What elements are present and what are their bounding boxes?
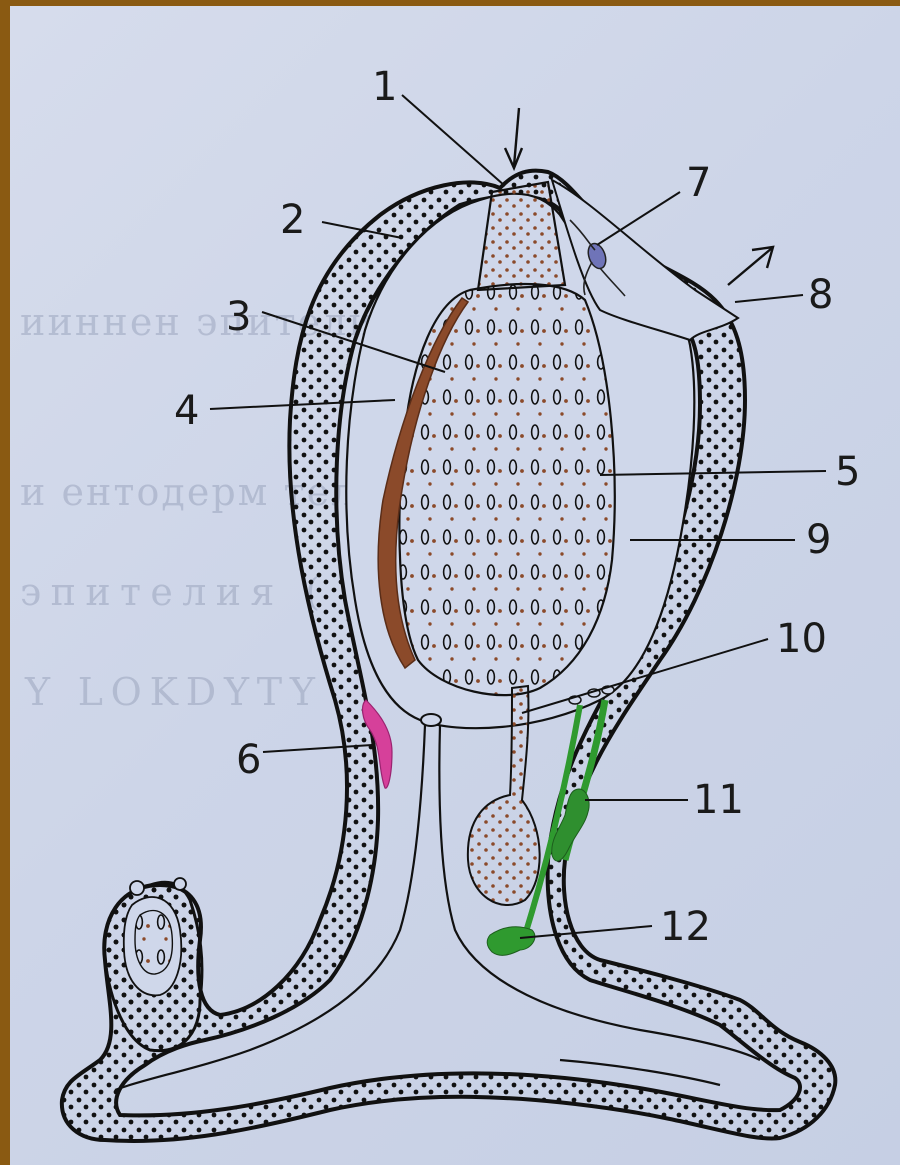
label-12: 12: [660, 904, 711, 950]
label-8: 8: [808, 272, 833, 318]
label-11: 11: [693, 777, 744, 823]
label-10: 10: [776, 616, 827, 662]
label-1: 1: [372, 64, 397, 110]
bud-pharynx: [135, 911, 172, 974]
label-9: 9: [806, 517, 831, 563]
gut-opening: [421, 714, 441, 726]
label-7: 7: [686, 160, 711, 206]
pharynx: [399, 284, 614, 695]
outflow-arrow: [728, 247, 773, 285]
label-4: 4: [174, 388, 199, 434]
label-6: 6: [236, 737, 261, 783]
bud-siphon-2: [174, 878, 186, 890]
svg-text:эпителия (: эпителия (: [20, 570, 320, 614]
label-5: 5: [835, 449, 860, 495]
gonad-base: [487, 927, 535, 956]
svg-text:Y LOKDYTY: Y LOKDYTY: [24, 670, 316, 714]
label-3: 3: [226, 294, 251, 340]
inflow-arrow: [505, 108, 522, 168]
bud-siphon-1: [130, 881, 144, 895]
label-2: 2: [280, 197, 305, 243]
